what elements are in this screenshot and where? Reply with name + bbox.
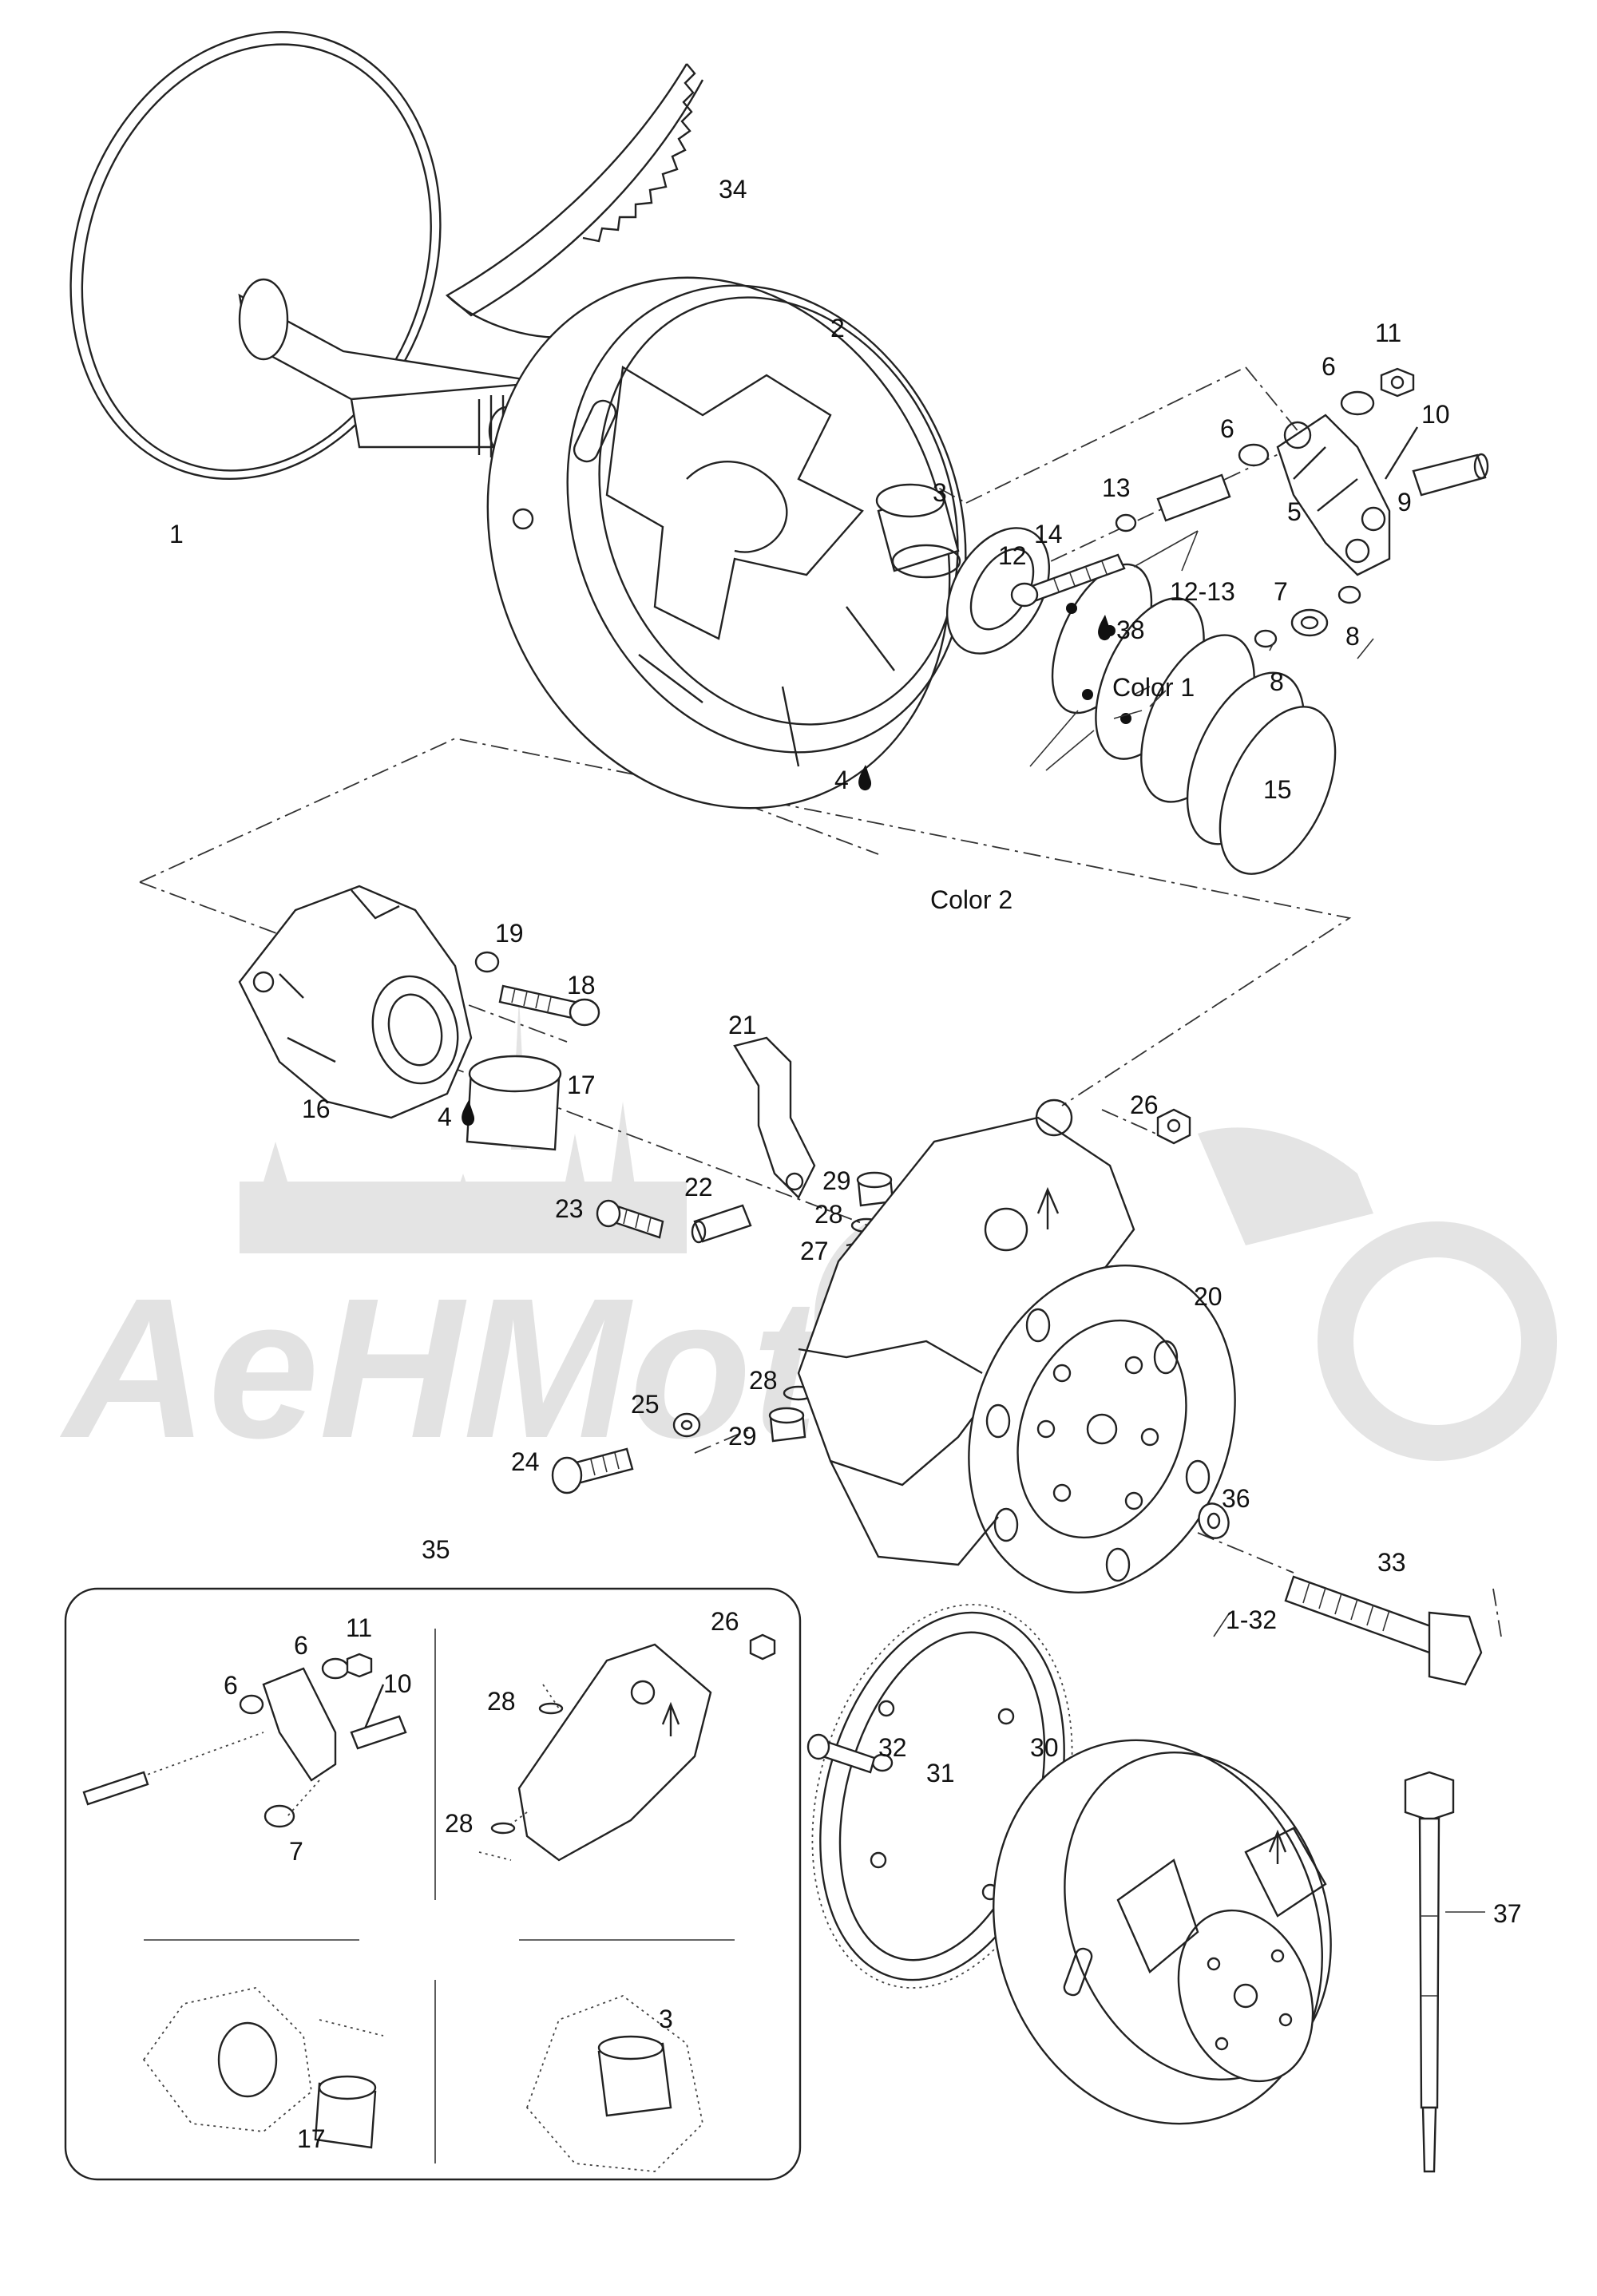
- part-20-spider-hub: [797, 1099, 1236, 1593]
- inset-label-7: 7: [289, 1837, 303, 1866]
- label-37: 37: [1493, 1899, 1522, 1928]
- label-34: 34: [719, 175, 747, 204]
- part-10-cotter-pin: [1384, 426, 1419, 480]
- label-15: 15: [1263, 775, 1292, 804]
- label-24: 24: [511, 1447, 540, 1476]
- part-18-screw: [498, 984, 600, 1027]
- label-23: 23: [555, 1194, 584, 1223]
- label-19: 19: [495, 919, 524, 948]
- part-32-screw: [806, 1733, 876, 1774]
- label-8-left: 8: [1270, 667, 1284, 696]
- inset-label-28-lower: 28: [445, 1809, 474, 1838]
- label-33: 33: [1377, 1548, 1406, 1577]
- part-1-fixed-sheave: [69, 30, 553, 481]
- part-6-bushings: [1238, 390, 1375, 467]
- label-32: 32: [878, 1733, 907, 1762]
- label-8-right: 8: [1345, 622, 1360, 651]
- label-14: 14: [1034, 520, 1063, 548]
- part-26-nut: [1156, 1108, 1191, 1145]
- callout-labels: 1 2 3 4 4 5 6 6 7 8 8 9 10 11 12 12-13 1…: [169, 175, 1522, 2153]
- part-11-nut: [1380, 367, 1415, 398]
- label-12-13: 12-13: [1170, 577, 1235, 606]
- label-22: 22: [684, 1173, 713, 1201]
- label-9: 9: [1397, 488, 1412, 517]
- leader-lines: [1029, 638, 1485, 1913]
- label-color-1: Color 1: [1112, 673, 1195, 702]
- inset-label-11: 11: [346, 1613, 372, 1642]
- part-14-washer: [945, 527, 1051, 655]
- part-17-sleeve: [466, 1055, 562, 1151]
- part-9-pin: [1412, 453, 1489, 497]
- label-13: 13: [1102, 473, 1131, 502]
- label-36: 36: [1222, 1484, 1250, 1513]
- label-28-upper: 28: [814, 1200, 843, 1229]
- label-20: 20: [1194, 1282, 1223, 1311]
- label-17: 17: [567, 1071, 596, 1099]
- inset-label-6-lower: 6: [224, 1671, 238, 1700]
- label-7: 7: [1274, 577, 1288, 606]
- part-16-cam: [238, 885, 473, 1119]
- label-4-lower: 4: [438, 1102, 452, 1131]
- oil-drop-icon: [462, 1100, 475, 1126]
- label-28-lower: 28: [749, 1366, 778, 1395]
- part-3-bushing: [875, 483, 961, 579]
- oil-drop-icon: [858, 765, 872, 791]
- watermark-text: AeHMoto: [59, 1257, 940, 1479]
- part-22-pin: [691, 1204, 752, 1244]
- part-7-roller: [1290, 608, 1329, 637]
- inset-label-17: 17: [297, 2124, 326, 2153]
- part-33-bolt: [1284, 1575, 1483, 1686]
- label-1: 1: [169, 520, 184, 548]
- label-30: 30: [1030, 1733, 1059, 1762]
- part-13-sleeve: [1115, 473, 1231, 532]
- label-10: 10: [1421, 400, 1450, 429]
- inset-label-28-upper: 28: [487, 1687, 516, 1716]
- inset-label-10: 10: [383, 1669, 412, 1698]
- label-25: 25: [631, 1390, 660, 1419]
- label-38: 38: [1116, 616, 1145, 644]
- oil-drop-icon: [1098, 615, 1112, 641]
- part-29-cap-lower: [768, 1407, 806, 1443]
- label-11: 11: [1375, 319, 1401, 347]
- part-5-lever-assembly: [1276, 414, 1391, 576]
- label-27: 27: [800, 1237, 829, 1265]
- label-4-upper: 4: [834, 766, 849, 794]
- label-6-upper: 6: [1322, 352, 1336, 381]
- label-29-upper: 29: [822, 1166, 851, 1195]
- label-18: 18: [567, 971, 596, 1000]
- label-6-lower: 6: [1220, 414, 1234, 443]
- part-25-washer: [672, 1412, 701, 1438]
- part-24-screw: [551, 1447, 634, 1494]
- label-16: 16: [302, 1095, 331, 1123]
- inset-label-26: 26: [711, 1607, 739, 1636]
- label-29-lower: 29: [728, 1422, 757, 1451]
- part-21-weight-arm: [733, 1036, 816, 1200]
- part-1-32-clutch-assembly: [993, 1739, 1332, 2125]
- label-color-2: Color 2: [930, 885, 1012, 914]
- part-23-screw: [596, 1199, 664, 1239]
- label-26: 26: [1130, 1091, 1159, 1119]
- inset-label-3: 3: [659, 2005, 673, 2033]
- part-8-washers: [1254, 585, 1361, 648]
- label-1-32: 1-32: [1226, 1605, 1277, 1634]
- part-36-washer: [1198, 1502, 1230, 1539]
- label-5: 5: [1287, 497, 1302, 526]
- part-12-screw: [1010, 553, 1126, 608]
- label-12: 12: [998, 541, 1027, 570]
- label-31: 31: [926, 1759, 955, 1787]
- part-19-washer: [474, 951, 500, 973]
- part-37-puller-bolt: [1404, 1771, 1455, 2173]
- inset-label-6-upper: 6: [294, 1631, 308, 1660]
- part-35-inset-kit: [64, 1587, 802, 2181]
- label-35: 35: [422, 1535, 450, 1564]
- label-3: 3: [933, 478, 947, 507]
- part-2-movable-sheave: [486, 276, 967, 810]
- label-2: 2: [830, 314, 845, 342]
- label-21: 21: [728, 1011, 757, 1039]
